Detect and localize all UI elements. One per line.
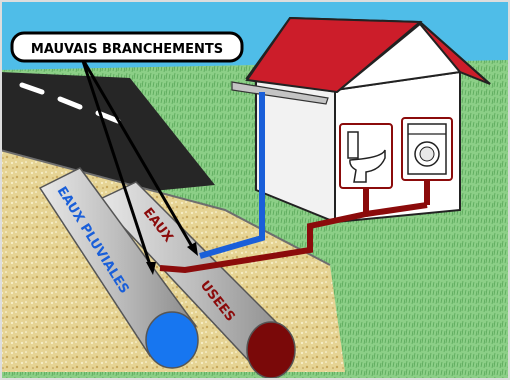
washing-machine-icon bbox=[402, 118, 452, 180]
callout-text: MAUVAIS BRANCHEMENTS bbox=[31, 42, 223, 57]
callout-box: MAUVAIS BRANCHEMENTS bbox=[12, 33, 242, 61]
toilet-icon bbox=[340, 124, 392, 188]
